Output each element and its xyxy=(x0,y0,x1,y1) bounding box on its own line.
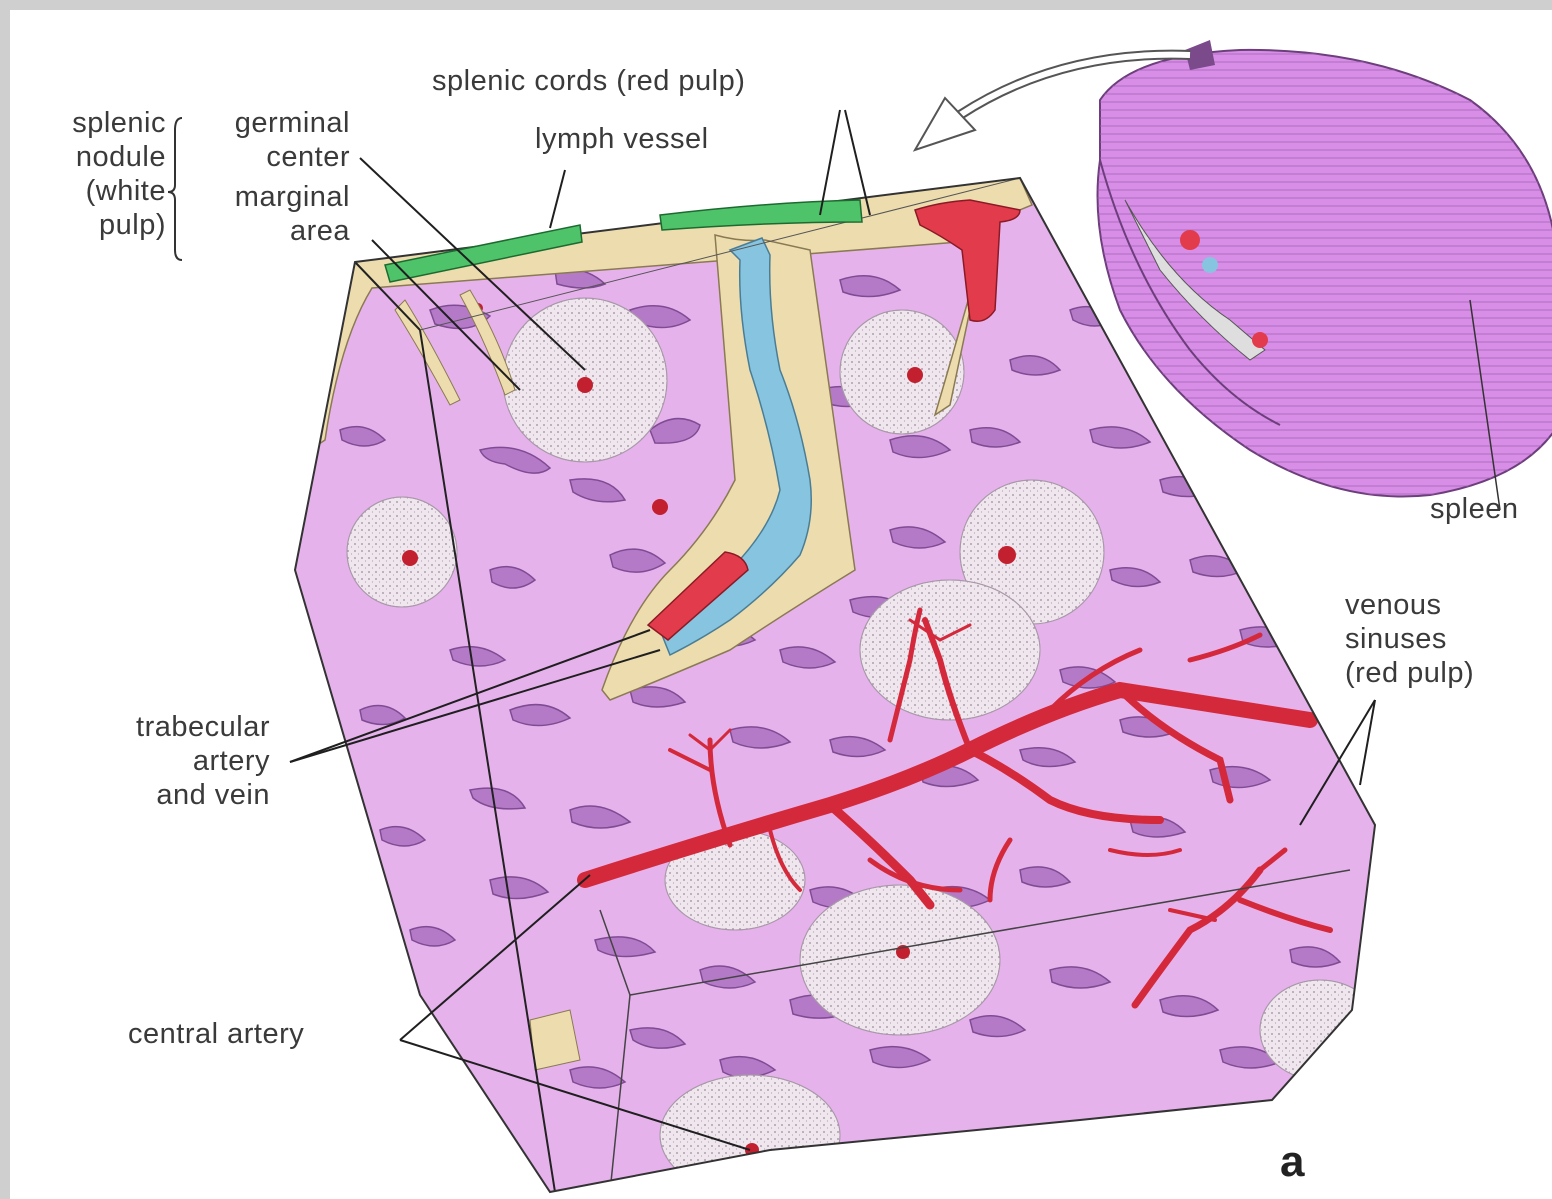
label-line: (red pulp) xyxy=(1345,656,1474,690)
label-line: nodule xyxy=(18,140,166,174)
label-line: artery xyxy=(50,744,270,778)
label-splenic-nodule: splenic nodule (white pulp) xyxy=(18,106,166,242)
label-trabecular-artery-vein: trabecular artery and vein xyxy=(50,710,270,812)
label-line: and vein xyxy=(50,778,270,812)
label-line: marginal xyxy=(180,180,350,214)
label-lymph-vessel: lymph vessel xyxy=(535,122,709,156)
label-line: splenic xyxy=(18,106,166,140)
label-germinal-center: germinal center xyxy=(180,106,350,174)
label-splenic-cords: splenic cords (red pulp) xyxy=(432,64,745,98)
spleen-organ xyxy=(1098,40,1552,510)
label-venous-sinuses: venous sinuses (red pulp) xyxy=(1345,588,1474,690)
label-line: center xyxy=(180,140,350,174)
label-line: trabecular xyxy=(50,710,270,744)
panel-letter: a xyxy=(1280,1145,1305,1179)
label-line: (white xyxy=(18,174,166,208)
label-line: sinuses xyxy=(1345,622,1474,656)
label-central-artery: central artery xyxy=(128,1017,304,1051)
label-line: pulp) xyxy=(18,208,166,242)
label-line: area xyxy=(180,214,350,248)
label-spleen: spleen xyxy=(1430,492,1518,526)
illustration-canvas: splenic nodule (white pulp) germinal cen… xyxy=(10,10,1552,1199)
label-line: germinal xyxy=(180,106,350,140)
label-marginal-area: marginal area xyxy=(180,180,350,248)
label-line: venous xyxy=(1345,588,1474,622)
